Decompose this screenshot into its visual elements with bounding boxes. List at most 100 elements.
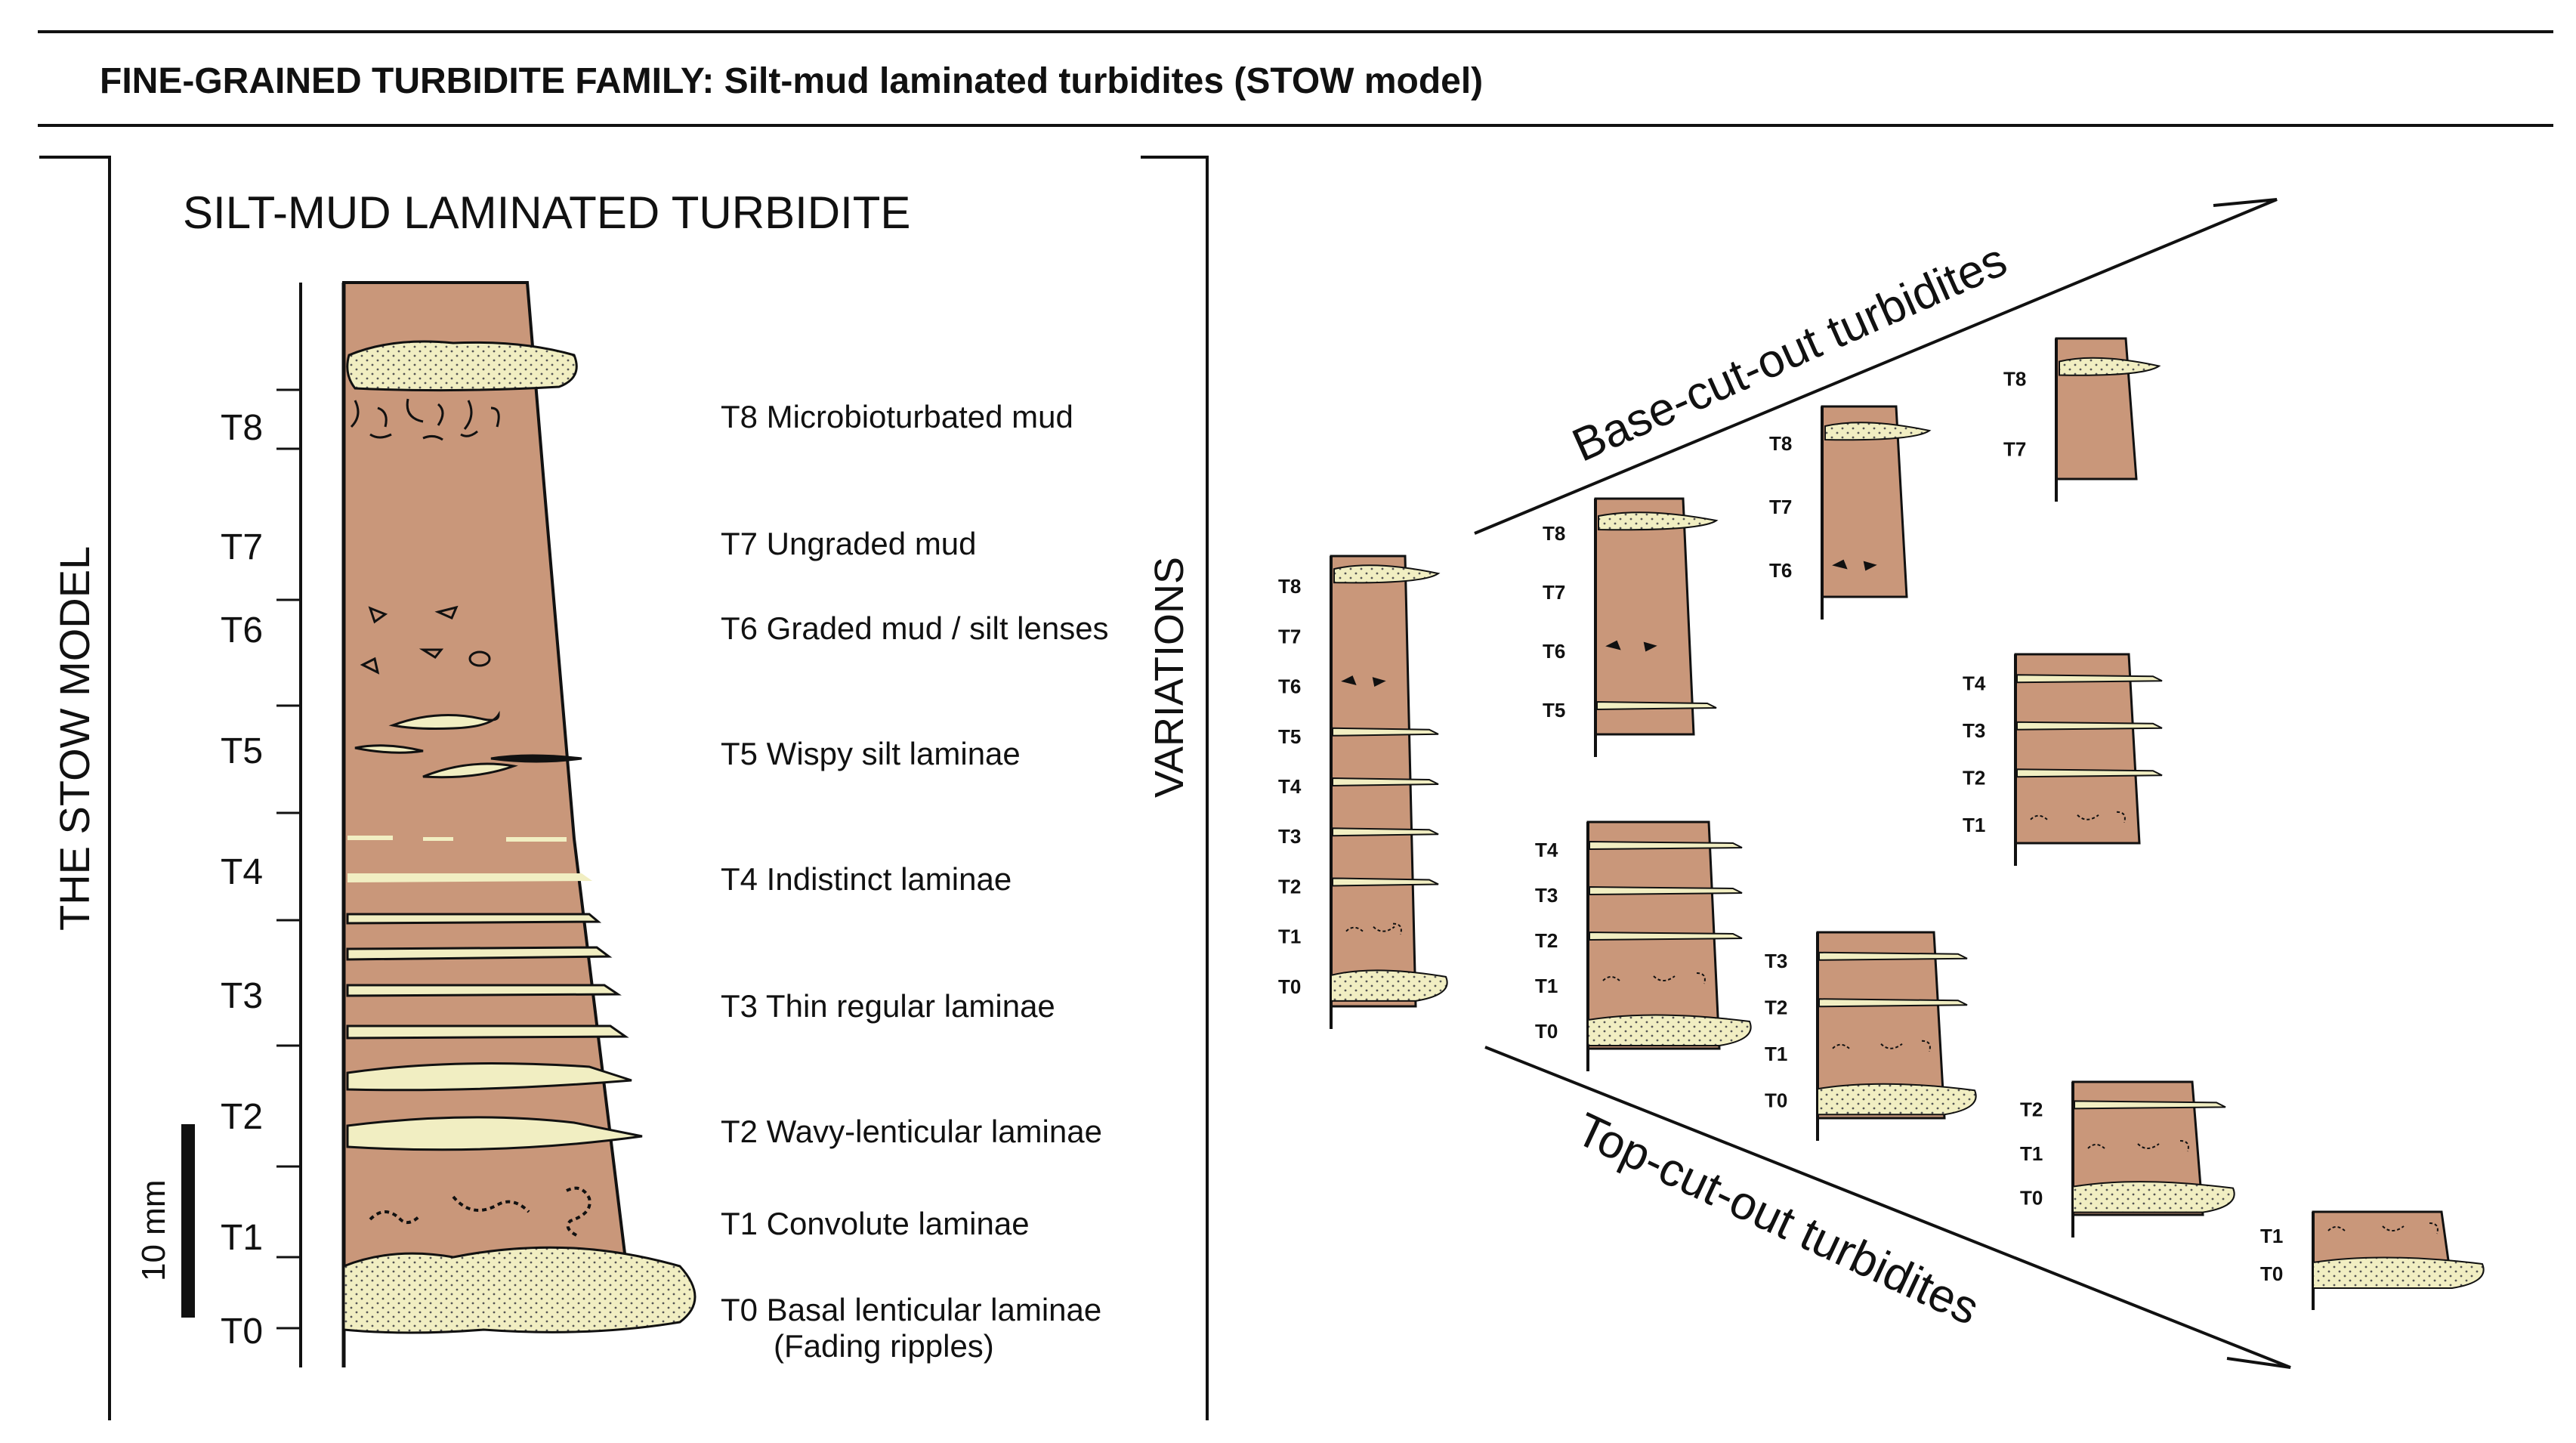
column-lamina [1332, 727, 1439, 737]
column-label: T7 [1769, 496, 1792, 518]
left-side-title: THE STOW MODEL [51, 546, 98, 931]
column-lamina [1345, 922, 1402, 935]
main-column: 10 mm [135, 281, 697, 1367]
t8-bioturbation [350, 398, 500, 441]
column-label: T8 [1769, 432, 1792, 455]
column-label: T3 [1535, 884, 1558, 907]
left-panel-bracket [39, 156, 111, 1420]
right-side-title: VARIATIONS [1147, 557, 1192, 798]
column-label: T1 [2020, 1142, 2043, 1165]
lower-wedge-label: Top-cut-out turbidites [1568, 1103, 1987, 1335]
column-label: T2 [2020, 1098, 2043, 1120]
column-label: T8 [2003, 368, 2026, 391]
column-label: T1 [2260, 1225, 2283, 1247]
column-lamina [1341, 675, 1386, 688]
column-lamina [2030, 811, 2126, 823]
column-lamina [1818, 951, 1968, 961]
column-lamina [1333, 564, 1441, 584]
desc-t3: T3 Thin regular laminae [721, 988, 1055, 1024]
column-label: T3 [1765, 950, 1787, 972]
desc-t0-note: (Fading ripples) [774, 1328, 994, 1364]
column-body [1594, 497, 1695, 736]
column-lamina [1330, 969, 1448, 1002]
column-lamina [2016, 674, 2163, 684]
column-lamina [1332, 827, 1439, 837]
column-lamina [2016, 721, 2163, 731]
desc-t5: T5 Wispy silt laminae [721, 736, 1021, 771]
left-panel-title: SILT-MUD LAMINATED TURBIDITE [183, 187, 910, 238]
column-lamina [1602, 972, 1706, 984]
right-panel-bracket [1141, 156, 1209, 1420]
column-lamina [2312, 1256, 2485, 1289]
column-label: T1 [1278, 925, 1301, 948]
code-t6: T6 [221, 610, 263, 650]
column-lamina [1332, 877, 1439, 887]
t1-convolute-laminae [369, 1186, 591, 1238]
column-label: T8 [1543, 522, 1565, 545]
code-t4: T4 [221, 852, 263, 892]
column-lamina [2074, 1100, 2226, 1110]
division-descriptions: T8 Microbioturbated mud T7 Ungraded mud … [721, 399, 1109, 1364]
column-label: T2 [1765, 996, 1787, 1018]
desc-t0: T0 Basal lenticular laminae [721, 1292, 1101, 1327]
column-lamina [1587, 1014, 1752, 1046]
column-label: T6 [1543, 640, 1565, 663]
scale-bar [181, 1124, 195, 1318]
column-label: T4 [1535, 839, 1558, 861]
laminae [346, 836, 643, 1151]
column-label: T4 [1963, 672, 1986, 694]
column-label: T1 [1535, 975, 1558, 997]
column-lamina [2072, 1181, 2235, 1213]
column-label: T3 [1278, 825, 1301, 848]
code-t3: T3 [221, 976, 263, 1016]
upper-wedge-line [1474, 198, 2278, 535]
column-label: T3 [1963, 719, 1985, 742]
code-t7: T7 [221, 527, 263, 567]
code-t8: T8 [221, 408, 263, 448]
column-lamina [2327, 1222, 2439, 1234]
column-lamina [1605, 640, 1657, 652]
column-label: T2 [1535, 929, 1558, 952]
desc-t7: T7 Ungraded mud [721, 526, 977, 561]
column-lamina [2087, 1140, 2189, 1152]
column-label: T0 [2260, 1262, 2283, 1285]
desc-t1: T1 Convolute laminae [721, 1206, 1030, 1241]
column-lamina [1596, 700, 1717, 711]
column-label: T5 [1543, 699, 1565, 722]
figure-title-bold: FINE-GRAINED TURBIDITE FAMILY: [100, 61, 715, 101]
column-label: T1 [1765, 1043, 1787, 1065]
column-label: T8 [1278, 575, 1301, 598]
column-lamina [1589, 840, 1743, 851]
t5-wispy-laminae [354, 710, 582, 779]
column-label: T1 [1963, 814, 1985, 836]
column-label: T2 [1278, 875, 1301, 898]
column-label: T0 [2020, 1187, 2043, 1210]
code-t0: T0 [221, 1312, 263, 1352]
column-lamina [1818, 998, 1968, 1008]
column-lamina [1832, 559, 1877, 571]
column-label: T5 [1278, 725, 1301, 748]
column-lamina [1589, 931, 1743, 941]
t0-basal-silt [342, 1246, 697, 1334]
column-label: T6 [1278, 675, 1301, 698]
code-t1: T1 [221, 1218, 263, 1258]
desc-t2: T2 Wavy-lenticular laminae [721, 1114, 1102, 1149]
division-ticks [276, 388, 301, 1330]
column-label: T7 [1278, 625, 1301, 647]
column-lamina [2016, 768, 2163, 778]
code-t5: T5 [221, 731, 263, 771]
t8-silt-lens [346, 340, 578, 392]
lower-wedge-line [1484, 1046, 2291, 1369]
figure-title: FINE-GRAINED TURBIDITE FAMILY: Silt-mud … [100, 60, 1483, 102]
column-label: T7 [2003, 438, 2026, 461]
column-lamina [1598, 511, 1719, 531]
